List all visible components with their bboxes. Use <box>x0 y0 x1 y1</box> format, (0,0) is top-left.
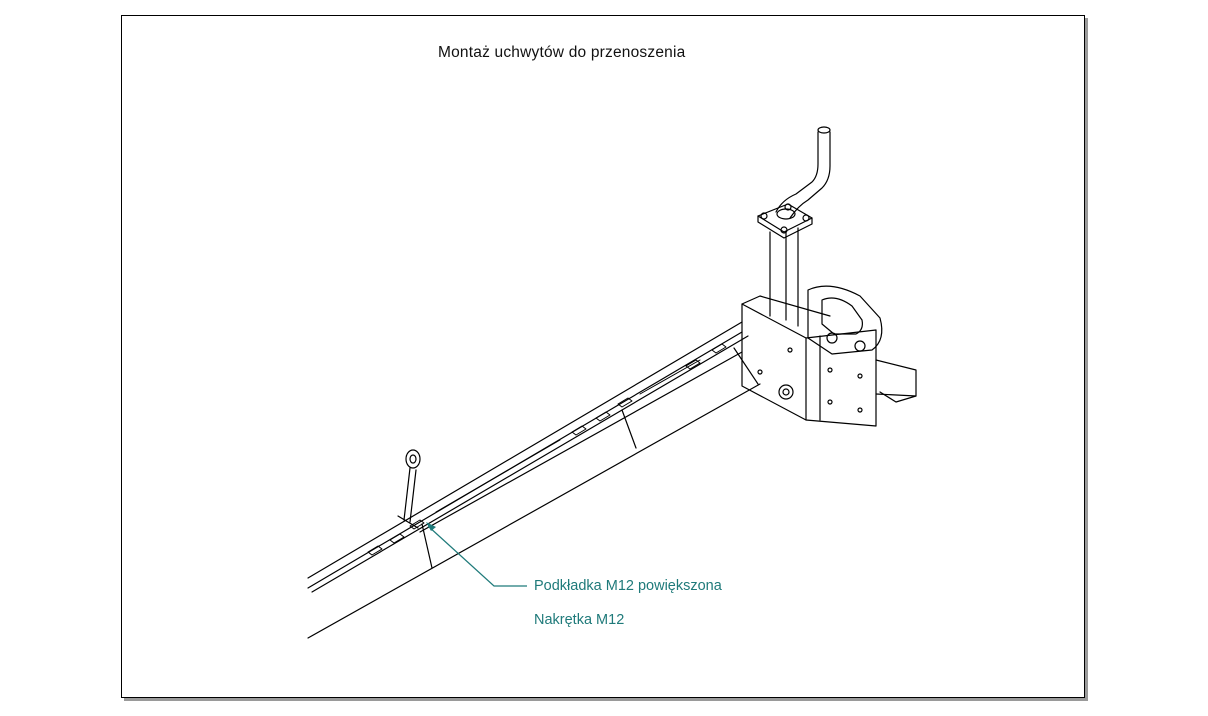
callout-leader <box>426 522 527 587</box>
side-lifting-lug <box>807 285 883 355</box>
bent-carry-handle <box>775 126 831 220</box>
head-block <box>741 295 917 427</box>
callout-nut-label: Nakrętka M12 <box>534 612 625 628</box>
callout-washer-label: Podkładka M12 powiększona <box>534 578 722 594</box>
small-lifting-handle <box>397 449 421 529</box>
drawing-title: Montaż uchwytów do przenoszenia <box>438 44 686 61</box>
boom-tube <box>307 347 761 639</box>
drawing-sheet: Montaż uchwytów do przenoszenia Podkładk… <box>121 15 1085 698</box>
rail-bolts <box>367 343 727 556</box>
vertical-post <box>769 227 799 327</box>
boom-upper-rail <box>307 321 749 593</box>
